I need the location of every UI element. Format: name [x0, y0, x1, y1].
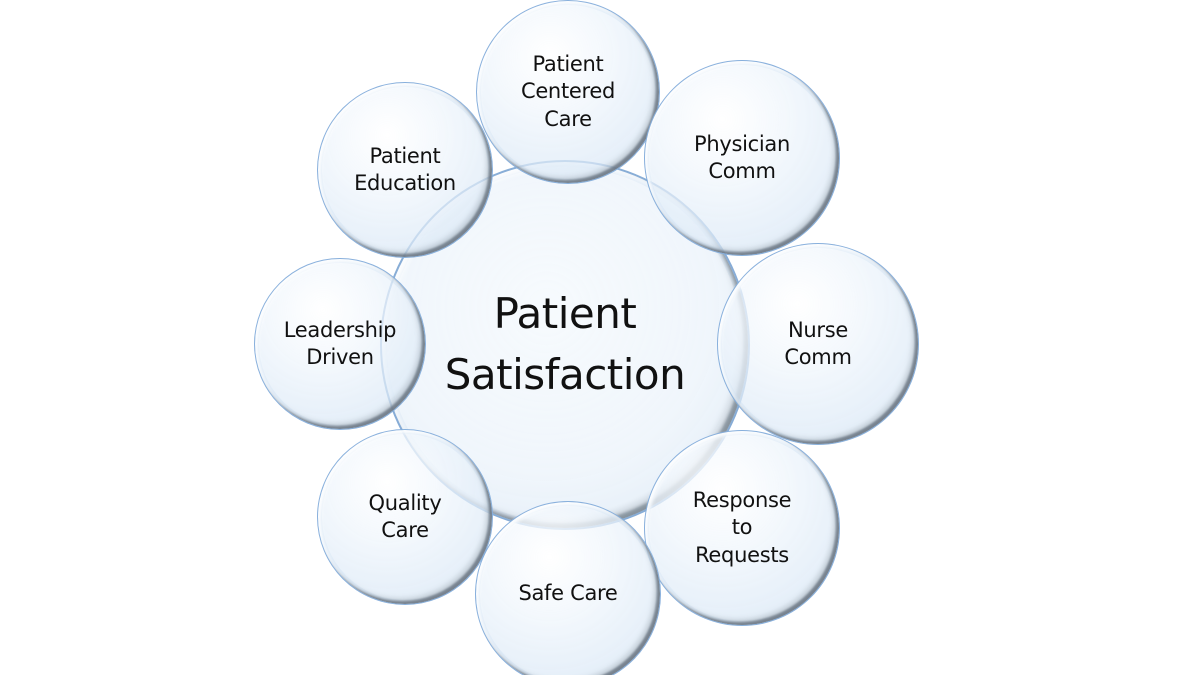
bubble-label: Patient Centered Care: [520, 52, 616, 131]
bubble-patient-education: Patient Education: [317, 82, 493, 258]
bubble-label: Leadership Driven: [283, 317, 397, 369]
bubble-label: Physician Comm: [693, 131, 791, 183]
bubble-leadership-driven: Leadership Driven: [254, 258, 426, 430]
bubble-label: Response to Requests: [692, 488, 792, 567]
bubble-label: Quality Care: [368, 490, 442, 542]
bubble-patient-centered-care: Patient Centered Care: [476, 0, 660, 184]
bubble-physician-comm: Physician Comm: [644, 60, 840, 256]
bubble-label: Patient Education: [354, 143, 456, 195]
bubble-label: Safe Care: [518, 581, 618, 606]
bubble-label: Nurse Comm: [784, 317, 852, 369]
bubble-quality-care: Quality Care: [317, 429, 493, 605]
bubble-response-to-requests: Response to Requests: [644, 430, 840, 626]
bubble-safe-care: Safe Care: [475, 501, 661, 675]
center-label: Patient Satisfaction: [444, 289, 686, 399]
bubble-nurse-comm: Nurse Comm: [717, 243, 919, 445]
